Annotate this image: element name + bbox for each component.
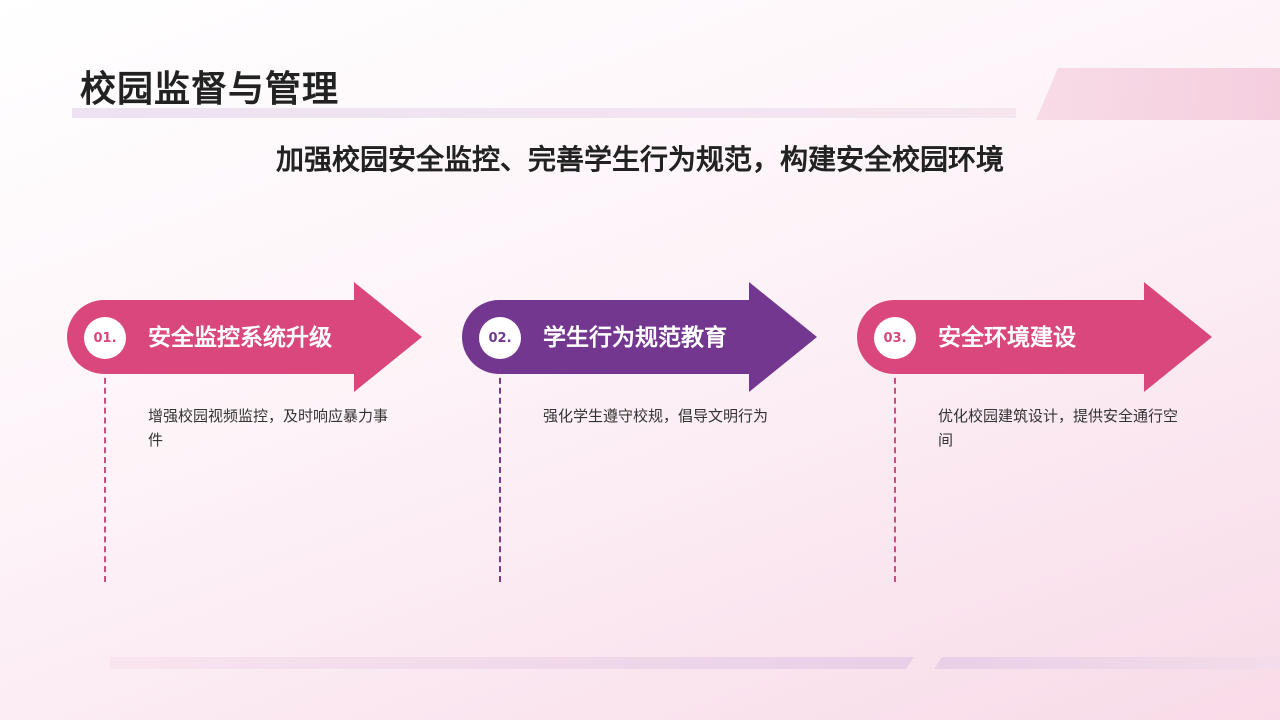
step-description-2: 强化学生遵守校规，倡导文明行为 — [543, 407, 769, 425]
step-title-3: 安全环境建设 — [938, 325, 1076, 351]
page-subtitle: 加强校园安全监控、完善学生行为规范，构建安全校园环境 — [275, 143, 1004, 176]
dashed-connector-2 — [499, 368, 501, 582]
arrow-banner-3 — [857, 282, 1212, 392]
step-card-2: 02. 学生行为规范教育 强化学生遵守校规，倡导文明行为 — [462, 282, 823, 592]
decorative-bottom-bar-right — [934, 657, 1280, 669]
dashed-connector-3 — [894, 368, 896, 582]
step-description-1: 增强校园视频监控，及时响应暴力事件 — [148, 407, 389, 449]
step-title-2: 学生行为规范教育 — [543, 325, 727, 351]
step-number-badge-2: 02. — [479, 317, 521, 359]
decorative-bottom-bar-left — [110, 657, 914, 669]
step-description-3: 优化校园建筑设计，提供安全通行空间 — [938, 407, 1179, 449]
step-title-1: 安全监控系统升级 — [148, 325, 332, 351]
arrow-banner-1 — [67, 282, 422, 392]
step-number-badge-1: 01. — [84, 317, 126, 359]
step-card-1: 01. 安全监控系统升级 增强校园视频监控，及时响应暴力事件 — [67, 282, 428, 592]
arrow-banner-2 — [462, 282, 817, 392]
step-number-badge-3: 03. — [874, 317, 916, 359]
dashed-connector-1 — [104, 368, 106, 582]
page-title: 校园监督与管理 — [80, 69, 340, 110]
decorative-top-right-bar — [1036, 68, 1280, 120]
title-underline — [72, 108, 1016, 118]
step-card-3: 03. 安全环境建设 优化校园建筑设计，提供安全通行空间 — [857, 282, 1218, 592]
